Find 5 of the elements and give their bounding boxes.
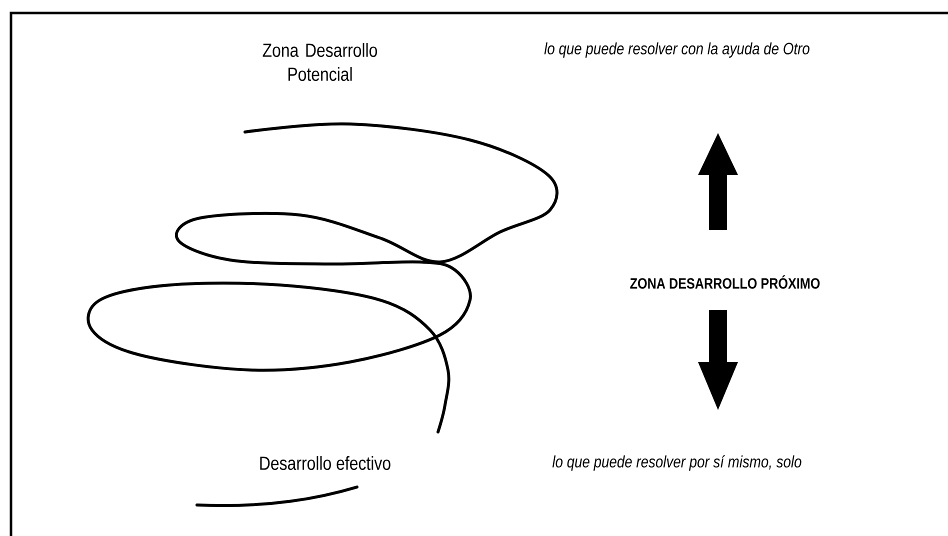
description-text: lo que puede resolver por sí mismo, solo: [552, 455, 802, 471]
zone-label: Desarrollo efectivo: [260, 456, 390, 470]
zone-title: ZONA DESARROLLO PRÓXIMO: [630, 275, 820, 289]
zone-label: Zona Desarrollo Potencial: [262, 43, 378, 81]
description-text: lo que puede resolver con la ayuda de Otro: [544, 42, 810, 58]
